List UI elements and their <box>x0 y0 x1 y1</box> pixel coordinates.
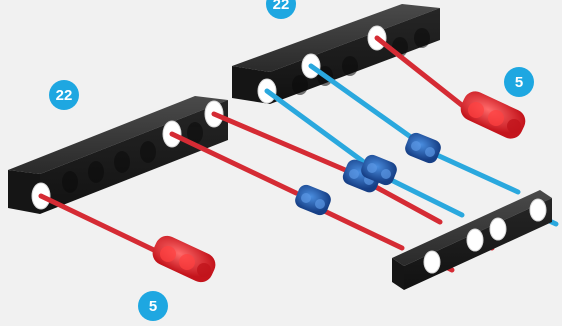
red-axle-1 <box>211 111 353 175</box>
blue-connector-1 <box>405 132 441 164</box>
badge-left-beam: 22 <box>49 80 79 110</box>
blue-axle-3 <box>380 173 465 218</box>
blue-axle-4 <box>423 147 521 195</box>
red-axle-3 <box>315 205 405 251</box>
badge-right-connector-label: 5 <box>515 74 523 91</box>
short-beam <box>392 190 552 290</box>
blue-axle-2 <box>308 63 418 143</box>
badge-bottom-connector-label: 5 <box>149 298 157 315</box>
axles <box>38 35 559 273</box>
blue-axle-1 <box>264 88 375 171</box>
blue-connector-3 <box>361 154 397 186</box>
red-axle-4 <box>371 183 443 225</box>
badge-left-beam-label: 22 <box>56 87 73 104</box>
top-beam <box>232 4 440 104</box>
red-axle-left <box>38 193 161 255</box>
badge-top-beam: 22 <box>266 0 296 19</box>
blue-connector-4 <box>295 184 331 216</box>
badge-top-beam-label: 22 <box>273 0 290 13</box>
blue-connectors <box>295 132 441 216</box>
badge-bottom-connector: 5 <box>138 291 168 321</box>
red-axle-2 <box>169 131 299 196</box>
short-beam-hole-3 <box>489 217 507 241</box>
left-beam <box>8 96 228 214</box>
red-connector-right <box>460 91 526 139</box>
red-connector-bottom <box>152 235 216 283</box>
short-beam-hole-1 <box>423 250 441 274</box>
badge-right-connector: 5 <box>504 67 534 97</box>
short-beam-hole-4 <box>529 198 547 222</box>
red-axle-top <box>374 35 471 113</box>
short-beam-hole-2 <box>466 228 484 252</box>
